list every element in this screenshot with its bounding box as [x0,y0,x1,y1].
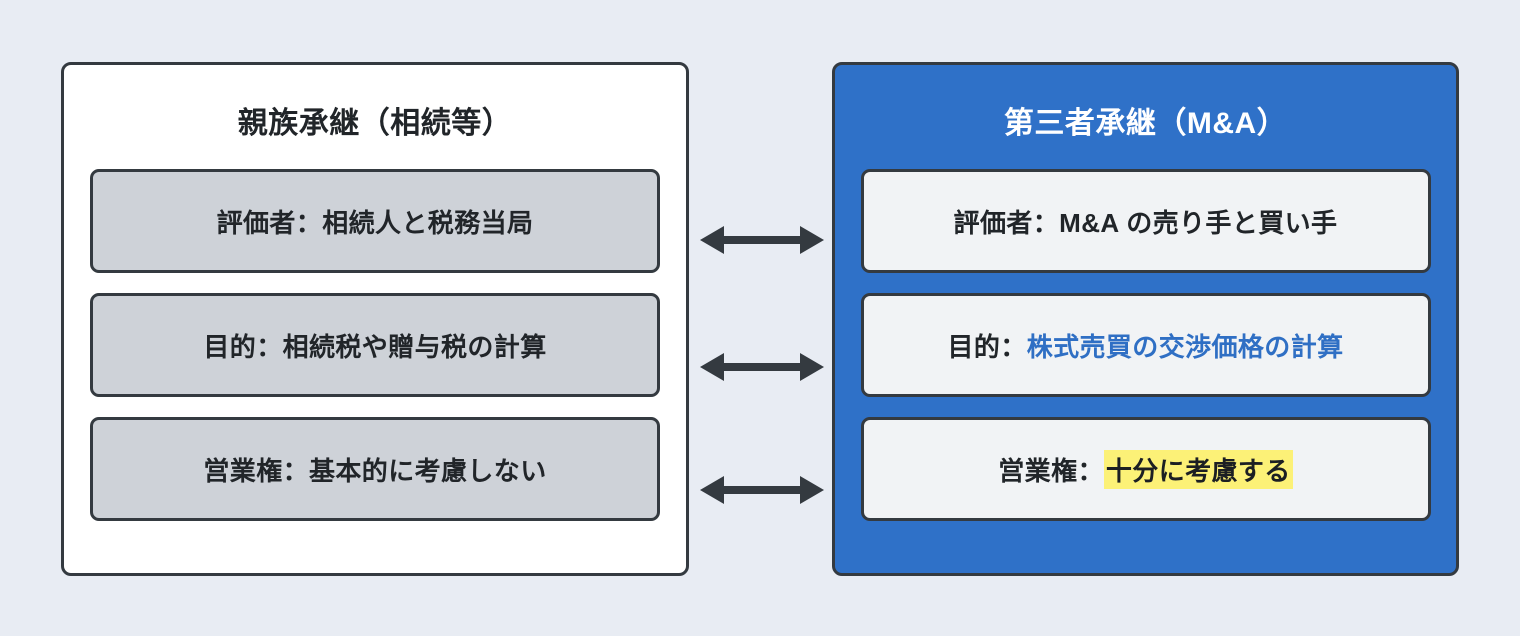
row-box-purpose-ma: 目的：株式売買の交渉価格の計算 [860,293,1431,397]
panel-title-third-party-succession: 第三者承継（M&A） [1003,107,1288,140]
row-value: 基本的に考慮しない [309,455,547,486]
double-arrow-icon [700,226,824,254]
row-value-highlighted: 十分に考慮する [1103,449,1293,489]
row-value: 相続人と税務当局 [322,207,534,238]
row-label-prefix: 営業権： [998,455,1104,486]
row-box-evaluator-ma: 評価者：M&A の売り手と買い手 [860,169,1431,273]
row-list-third-party-succession: 評価者：M&A の売り手と買い手 目的：株式売買の交渉価格の計算 営業権：十分に… [835,169,1456,521]
row-value-emphasized: 株式売買の交渉価格の計算 [1026,331,1344,362]
panel-title-family-succession: 親族承継（相続等） [237,107,513,140]
panel-third-party-succession: 第三者承継（M&A） 評価者：M&A の売り手と買い手 目的：株式売買の交渉価格… [832,62,1459,576]
row-box-purpose-family: 目的：相続税や贈与税の計算 [90,293,660,397]
row-box-goodwill-ma: 営業権：十分に考慮する [860,417,1431,521]
row-box-goodwill-family: 営業権：基本的に考慮しない [90,417,660,521]
row-value: M&A の売り手と買い手 [1059,207,1338,238]
panel-family-succession: 親族承継（相続等） 評価者：相続人と税務当局 目的：相続税や贈与税の計算 営業権… [61,62,689,576]
row-box-evaluator-family: 評価者：相続人と税務当局 [90,169,660,273]
row-label-prefix: 評価者： [216,207,323,238]
row-label-prefix: 営業権： [203,455,309,486]
row-label-prefix: 目的： [203,331,283,362]
row-label-prefix: 評価者： [953,207,1060,238]
row-value: 相続税や贈与税の計算 [282,331,547,362]
double-arrow-icon [700,476,824,504]
double-arrow-icon [700,353,824,381]
row-list-family-succession: 評価者：相続人と税務当局 目的：相続税や贈与税の計算 営業権：基本的に考慮しない [64,169,686,521]
row-label-prefix: 目的： [947,331,1027,362]
